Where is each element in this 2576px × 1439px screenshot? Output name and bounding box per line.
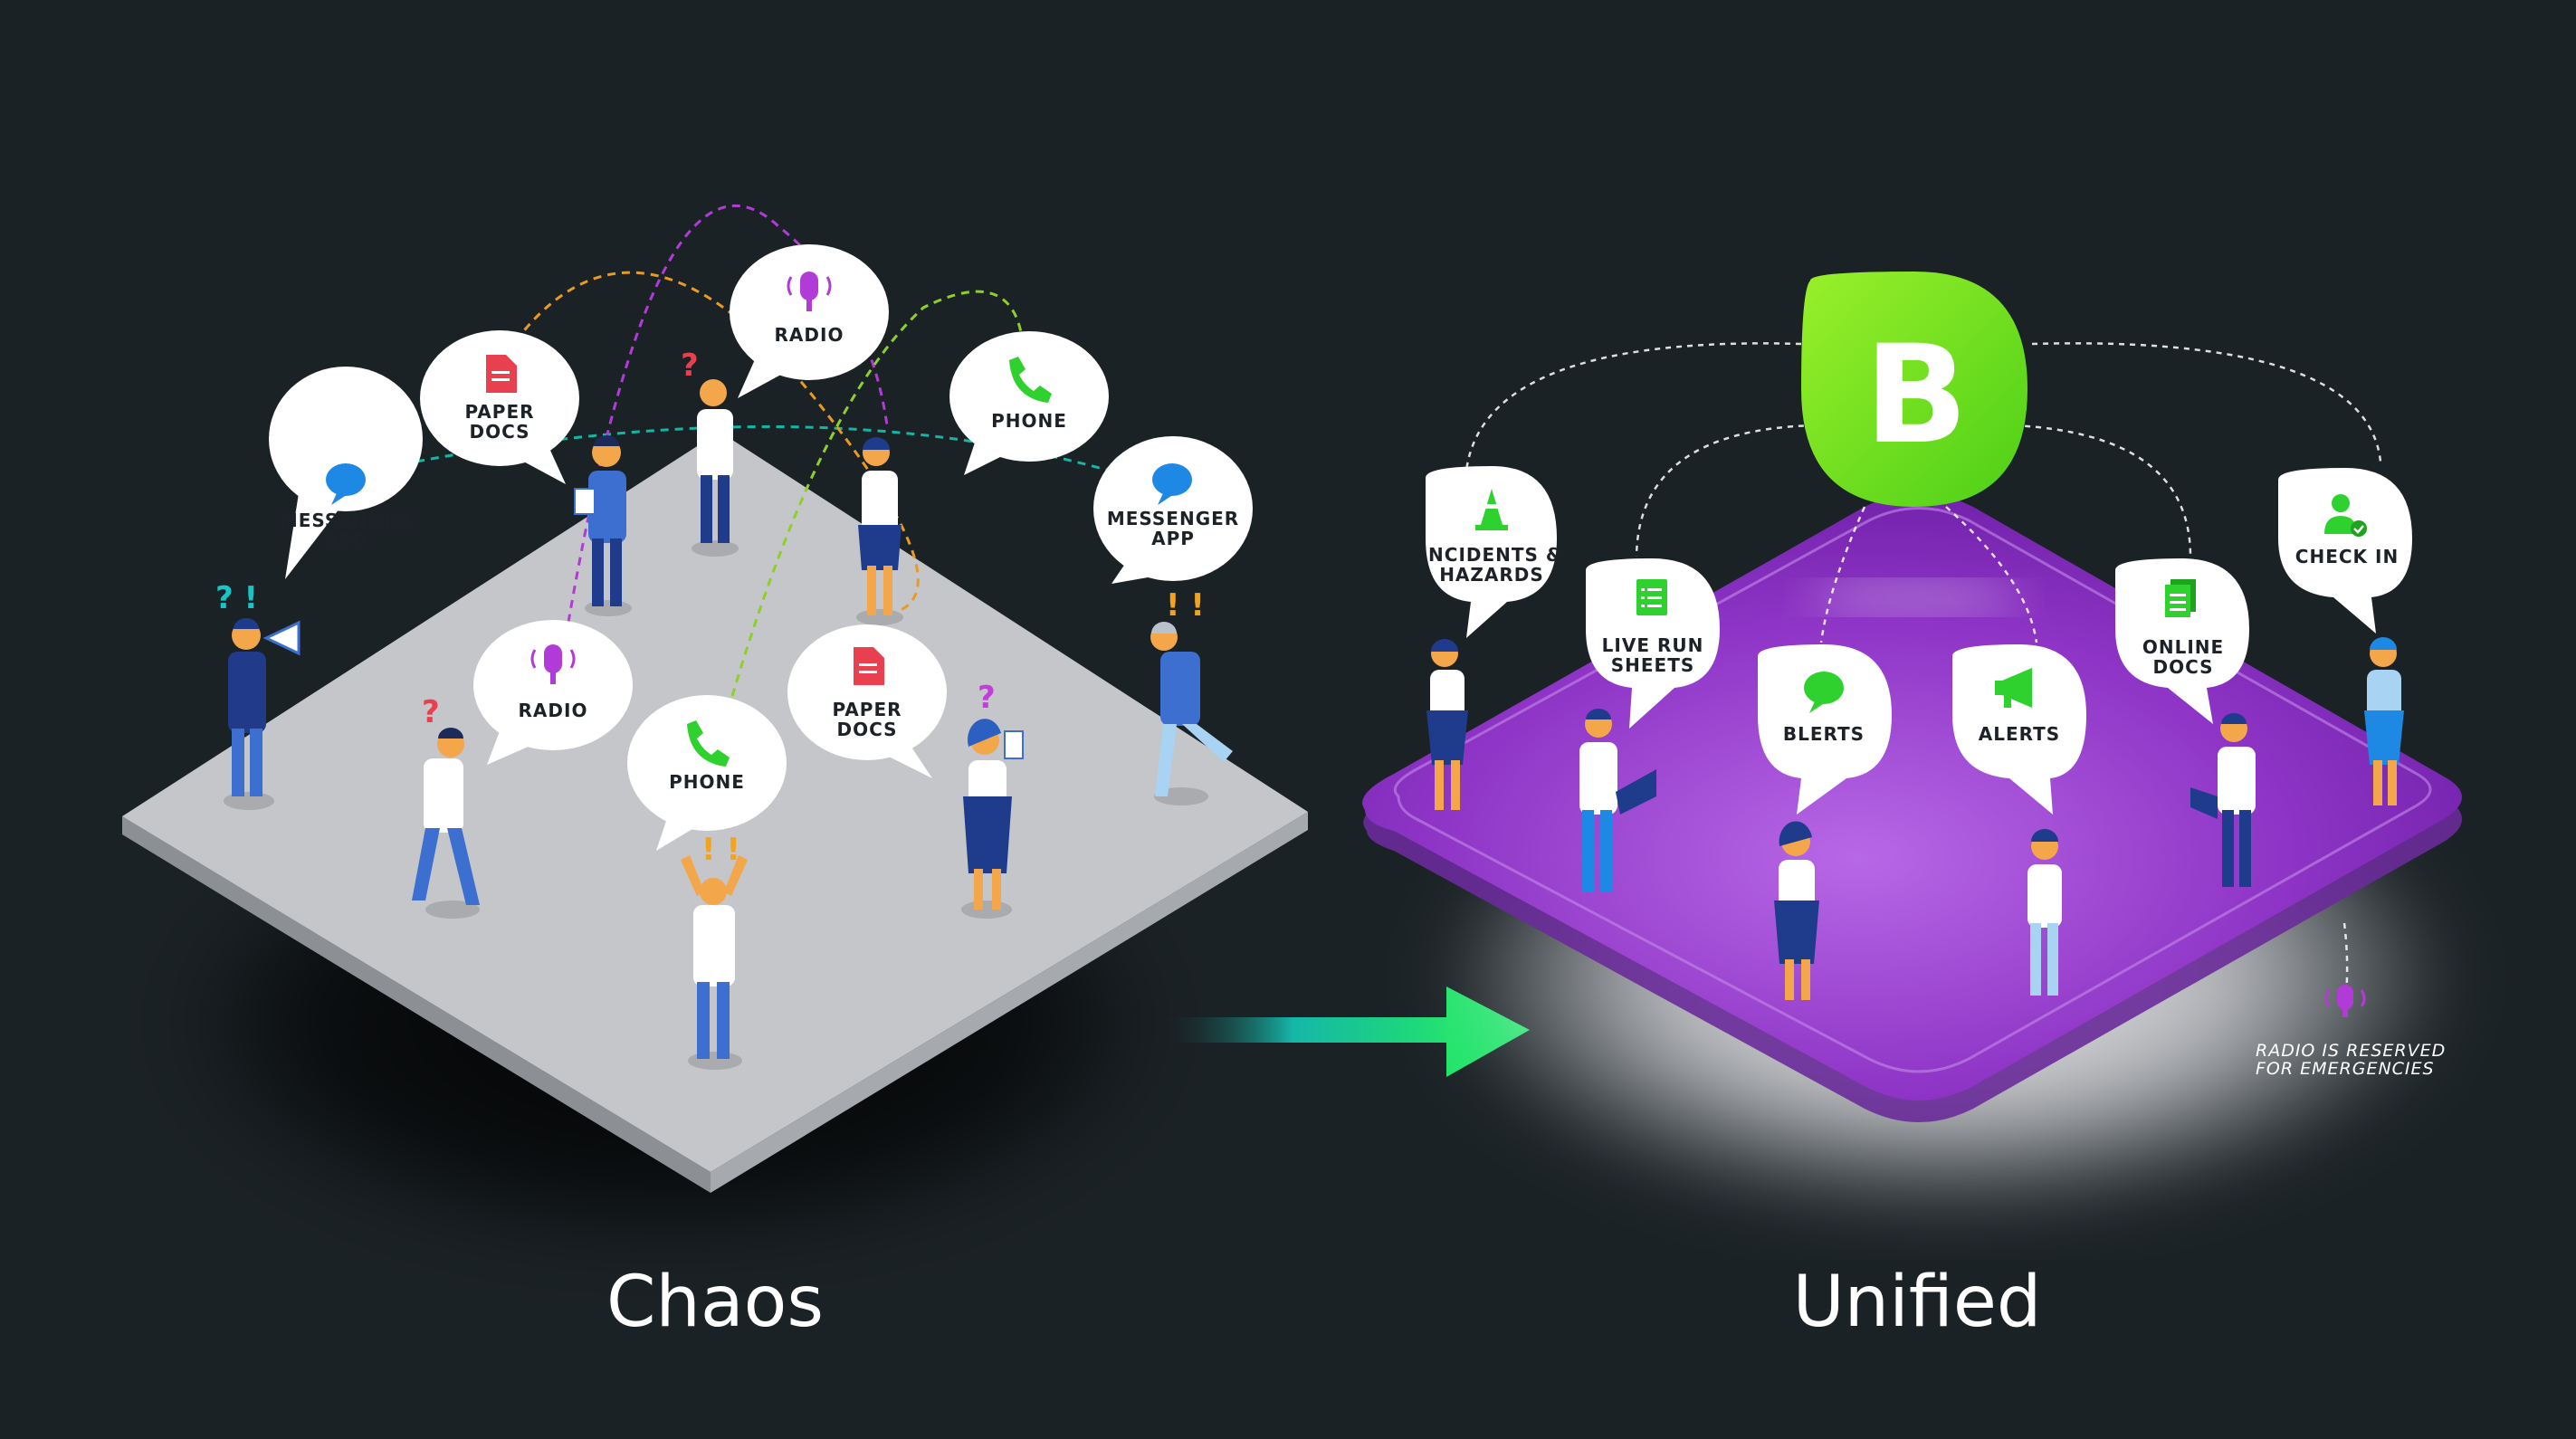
person-running: ! !	[1150, 587, 1233, 805]
traffic-cone-icon	[1475, 489, 1508, 530]
label-line-1: MESSENGER	[1107, 508, 1239, 529]
label-line-2: HAZARDS	[1439, 564, 1544, 586]
label-text: RADIO	[519, 700, 588, 721]
chaos-bubbles: MESSENGER APP PAPER DOCS RA	[269, 244, 1253, 851]
bubble-messenger-app-right: MESSENGER APP	[1093, 436, 1253, 584]
chaos-caption: Chaos	[606, 1262, 824, 1343]
note-line-2: FOR EMERGENCIES	[2256, 1059, 2435, 1079]
svg-text:?: ?	[978, 680, 996, 716]
label-line-2: APP	[1151, 528, 1195, 549]
bubble-alerts: ALERTS	[1952, 644, 2086, 815]
bubble-paper-docs-top: PAPER DOCS	[420, 330, 579, 484]
unified-bubbles: INCIDENTS & HAZARDS LIVE RUN SHEETS	[1421, 466, 2412, 815]
chaos-people: ? ! ?	[215, 348, 1233, 1070]
person-confused-top: ?	[681, 348, 739, 557]
chat-bubble-icon	[1152, 463, 1192, 505]
bubble-paper-docs-mid: PAPER DOCS	[787, 624, 947, 778]
chaos-connections	[415, 204, 1169, 725]
bubble-radio-mid: RADIO	[473, 620, 633, 765]
document-icon	[854, 647, 884, 685]
bubble-live-run-sheets: LIVE RUN SHEETS	[1586, 558, 1720, 729]
radio-icon	[530, 644, 576, 684]
b-logo: B	[1801, 272, 2027, 614]
person-frustrated: ! !	[681, 832, 748, 1070]
svg-text:? !: ? !	[215, 580, 258, 616]
bubble-messenger-app-left: MESSENGER APP	[269, 367, 423, 579]
bubble-online-docs: ONLINE DOCS	[2115, 558, 2249, 724]
label-line-1: ONLINE	[2142, 636, 2224, 658]
person-phone-woman	[856, 437, 903, 625]
svg-text:! !: ! !	[1166, 587, 1205, 624]
person-check-in	[2364, 637, 2404, 805]
person-confused-left: ?	[412, 694, 480, 919]
bubble-incidents-hazards: INCIDENTS & HAZARDS	[1421, 466, 1563, 638]
person-alerts	[2027, 829, 2062, 996]
unified-caption: Unified	[1793, 1262, 2042, 1343]
checklist-icon	[1636, 579, 1667, 615]
person-reading: ?	[961, 680, 1024, 919]
label-text: CHECK IN	[2295, 546, 2399, 567]
svg-text:?: ?	[681, 348, 699, 384]
document-icon	[486, 355, 517, 393]
radio-icon	[2324, 985, 2366, 1017]
chat-bubble-icon	[1804, 672, 1844, 713]
label-line-1: PAPER	[832, 699, 902, 720]
bubble-phone-mid: PHONE	[627, 695, 787, 851]
label-text: PHONE	[991, 410, 1067, 432]
label-text: BLERTS	[1783, 723, 1865, 745]
documents-icon	[2165, 579, 2196, 617]
bubble-check-in: CHECK IN	[2278, 468, 2412, 634]
label-line-2: APP	[324, 529, 367, 551]
label-line-1: MESSENGER	[280, 510, 412, 531]
bubble-blerts: BLERTS	[1758, 644, 1892, 815]
megaphone-icon	[1995, 668, 2032, 708]
label-line-2: DOCS	[836, 719, 897, 740]
label-line-2: DOCS	[2152, 656, 2213, 678]
radio-reserved-note: RADIO IS RESERVED FOR EMERGENCIES	[2256, 985, 2446, 1079]
label-text: RADIO	[775, 324, 844, 346]
chat-bubble-icon	[326, 463, 366, 505]
person-live-run	[1579, 709, 1656, 891]
bubble-radio-top: RADIO	[730, 244, 889, 398]
user-check-icon	[2324, 494, 2367, 537]
label-line-2: DOCS	[469, 421, 530, 443]
label-line-1: PAPER	[464, 401, 534, 423]
label-line-1: LIVE RUN	[1602, 634, 1704, 656]
logo-letter: B	[1865, 317, 1968, 474]
svg-text:?: ?	[422, 694, 440, 730]
person-blerts	[1774, 821, 1819, 1000]
label-text: PHONE	[669, 771, 745, 793]
label-line-2: SHEETS	[1611, 654, 1695, 676]
phone-icon	[687, 720, 730, 767]
label-text: ALERTS	[1979, 723, 2060, 745]
person-paper	[574, 435, 632, 616]
radio-icon	[787, 272, 832, 311]
svg-text:! !: ! !	[701, 832, 740, 868]
person-incidents	[1426, 639, 1468, 810]
note-line-1: RADIO IS RESERVED	[2256, 1041, 2446, 1061]
unified-people	[1426, 637, 2404, 1000]
person-online-docs	[2190, 713, 2256, 887]
person-megaphone: ? !	[215, 580, 301, 810]
phone-icon	[1009, 357, 1052, 403]
bubble-phone-top: PHONE	[949, 331, 1109, 475]
label-line-1: INCIDENTS &	[1421, 544, 1563, 566]
